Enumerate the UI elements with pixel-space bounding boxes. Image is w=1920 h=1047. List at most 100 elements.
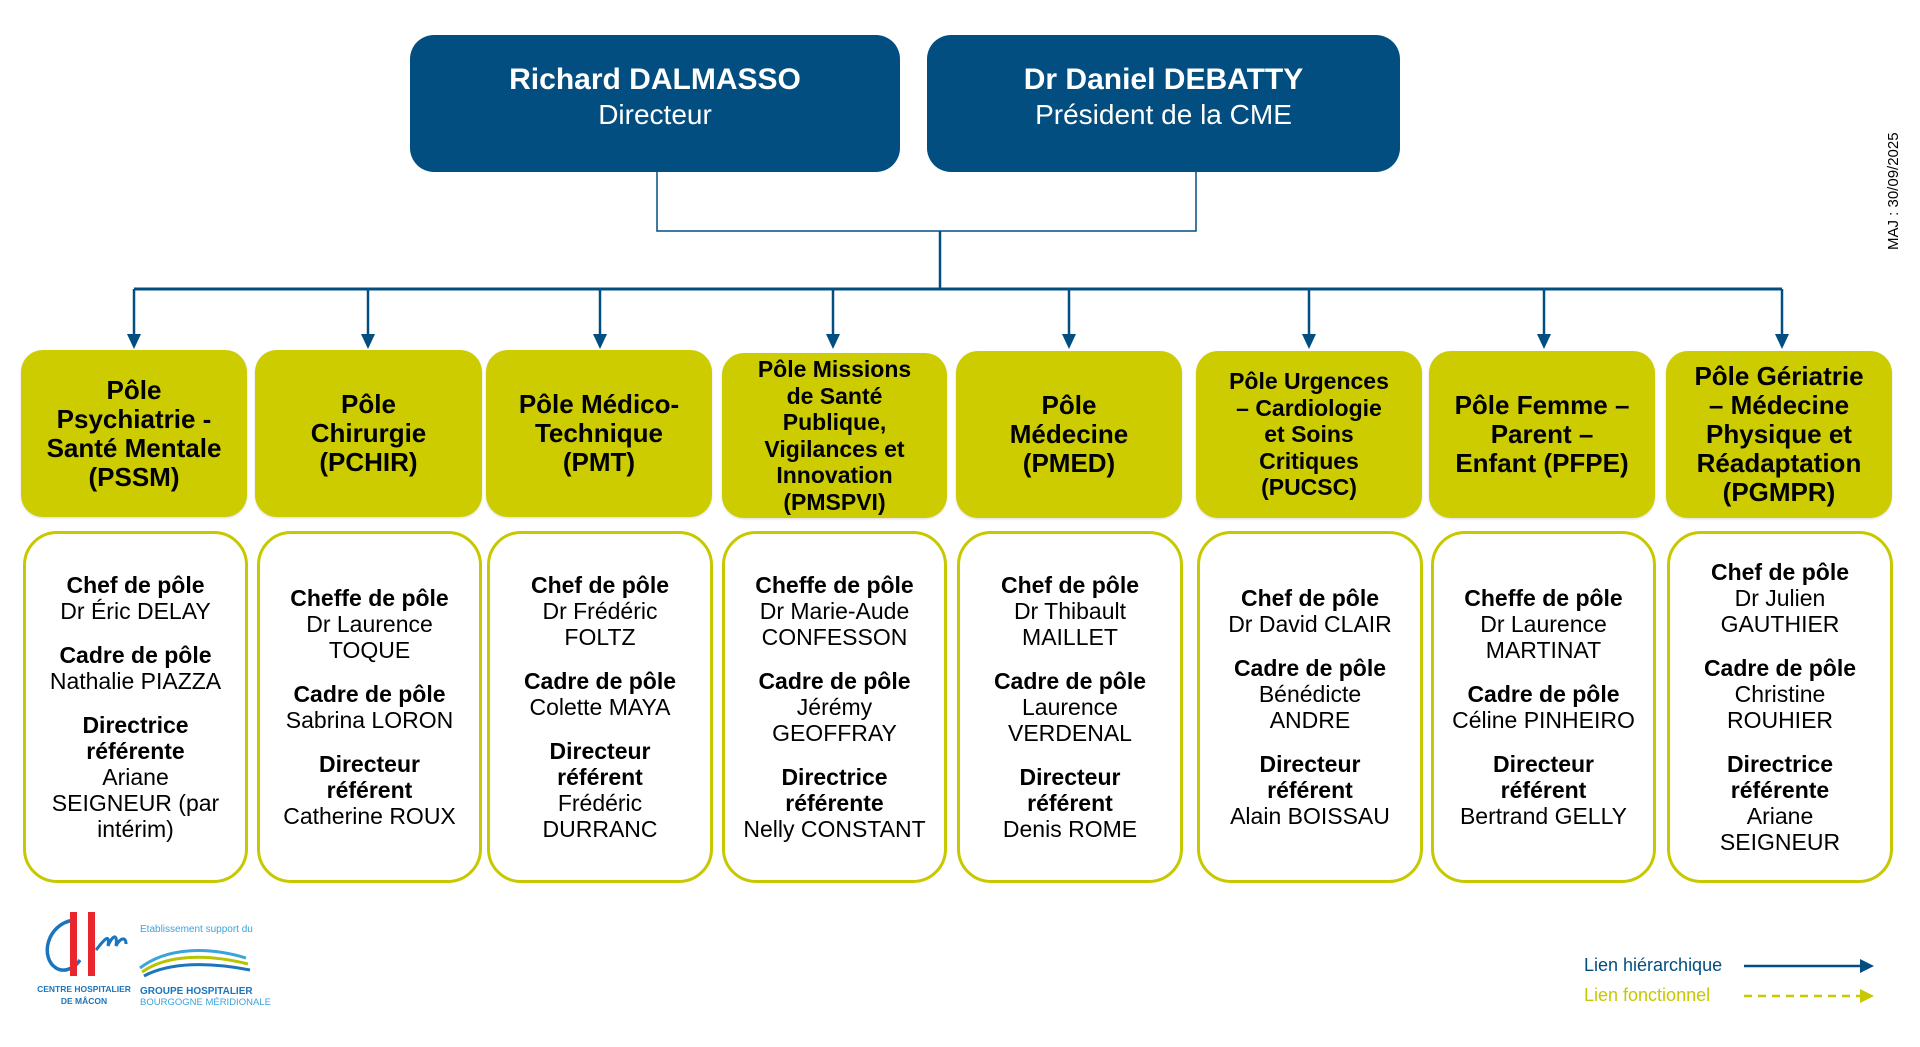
logo-ch-line2: DE MÂCON — [61, 995, 107, 1006]
pole-title-line: Innovation — [776, 462, 893, 488]
role-label: Directrice référente — [82, 712, 189, 764]
pole-title-line: Psychiatrie - — [56, 403, 212, 434]
pole-title-line: Pôle — [1041, 390, 1097, 420]
pole-arrows — [127, 289, 1789, 349]
person-name: Colette MAYA — [529, 694, 671, 720]
cme-president-name: Dr Daniel DEBATTY — [1023, 62, 1304, 96]
person-name: Christine ROUHIER — [1726, 681, 1834, 733]
pole-title-line: et Soins — [1264, 421, 1354, 448]
pole-title-line: Physique et — [1706, 419, 1852, 449]
pole-title-line: – Cardiologie — [1236, 394, 1382, 421]
pole-title-line: Chirurgie — [310, 418, 427, 448]
pole-title-line: Pôle Femme – — [1454, 390, 1630, 420]
role-label: Chef de pôle — [1240, 585, 1379, 611]
legend-arrows — [1744, 959, 1874, 1003]
role-label: Directrice référente — [1726, 751, 1834, 803]
legend-hierarchical-label: Lien hiérarchique — [1584, 955, 1723, 975]
person-name: Dr Frédéric FOLTZ — [542, 598, 658, 650]
person-name: Bénédicte ANDRE — [1258, 681, 1362, 733]
logo-ghbm-line2: BOURGOGNE MÉRIDIONALE — [140, 997, 271, 1008]
ch-macon-logo-icon: CENTRE HOSPITALIER DE MÂCON Etablissemen… — [37, 912, 271, 1008]
director-name: Richard DALMASSO — [509, 62, 801, 96]
pole-title: Pôle Femme –Parent –Enfant (PFPE) — [1455, 391, 1630, 478]
person-name: Nelly CONSTANT — [743, 816, 926, 842]
pole-title-line: Publique, — [782, 409, 887, 435]
logo-ch-line1: CENTRE HOSPITALIER — [37, 984, 131, 994]
pole-title-line: (PGMPR) — [1722, 477, 1836, 507]
pole-title-line: Parent – — [1490, 419, 1594, 449]
cme-president-box: Dr Daniel DEBATTY Président de la CME — [927, 35, 1400, 172]
arrow-head-icon — [593, 334, 607, 349]
person-name: Nathalie PIAZZA — [49, 668, 222, 694]
person-name: Frédéric DURRANC — [542, 790, 658, 842]
functional-arrow-icon — [1744, 989, 1874, 1003]
pole-title-line: (PMED) — [1022, 448, 1116, 478]
logo-ghbm-line1: GROUPE HOSPITALIER — [140, 986, 253, 997]
pole-title-line: Pôle Urgences — [1229, 368, 1389, 395]
role-label: Chef de pôle — [1710, 559, 1849, 585]
person-name: Dr Marie-Aude CONFESSON — [759, 598, 910, 650]
role-label: Cadre de pôle — [993, 668, 1147, 694]
pole-title-line: Pôle Médico- — [518, 389, 680, 419]
person-name: Dr Éric DELAY — [60, 598, 211, 624]
role-label: Chef de pôle — [66, 572, 205, 598]
pole-title-line: Pôle Missions — [757, 356, 912, 382]
pole-header-pfpe: Pôle Femme –Parent –Enfant (PFPE) — [1429, 351, 1655, 518]
pole-title-line: (PMSPVI) — [783, 488, 886, 515]
logo-support-text: Etablissement support du — [140, 924, 253, 935]
role-label: Chef de pôle — [1000, 572, 1139, 598]
pole-title-line: Pôle — [106, 374, 162, 405]
director-role: Directeur — [598, 98, 712, 130]
pole-title-line: Pôle — [341, 389, 396, 419]
person-name: Jérémy GEOFFRAY — [772, 694, 897, 746]
role-label: Cadre de pôle — [293, 681, 446, 707]
person-name: Catherine ROUX — [283, 803, 456, 829]
person-name: Dr Laurence MARTINAT — [1480, 611, 1607, 663]
pole-title-line: (PCHIR) — [319, 447, 418, 477]
role-label: Cadre de pôle — [1233, 655, 1387, 681]
pole-title-line: Critiques — [1259, 447, 1359, 474]
pole-title: Pôle Médico-Technique(PMT) — [519, 390, 679, 477]
pole-title-line: Enfant (PFPE) — [1455, 448, 1629, 478]
role-label: Directeur référent — [318, 751, 420, 803]
person-name: Laurence VERDENAL — [1007, 694, 1132, 746]
person-name: Céline PINHEIRO — [1452, 707, 1635, 733]
legend-functional-label: Lien fonctionnel — [1584, 985, 1711, 1005]
pole-header-pmt: Pôle Médico-Technique(PMT) — [486, 350, 712, 517]
pole-title-line: Médecine — [1009, 419, 1129, 449]
cme-president-role: Président de la CME — [1035, 98, 1292, 130]
person-name: Denis ROME — [1002, 816, 1138, 842]
hierarchical-arrow-icon — [1744, 959, 1874, 973]
arrow-head-icon — [1302, 334, 1316, 349]
role-label: Cadre de pôle — [1703, 655, 1857, 681]
